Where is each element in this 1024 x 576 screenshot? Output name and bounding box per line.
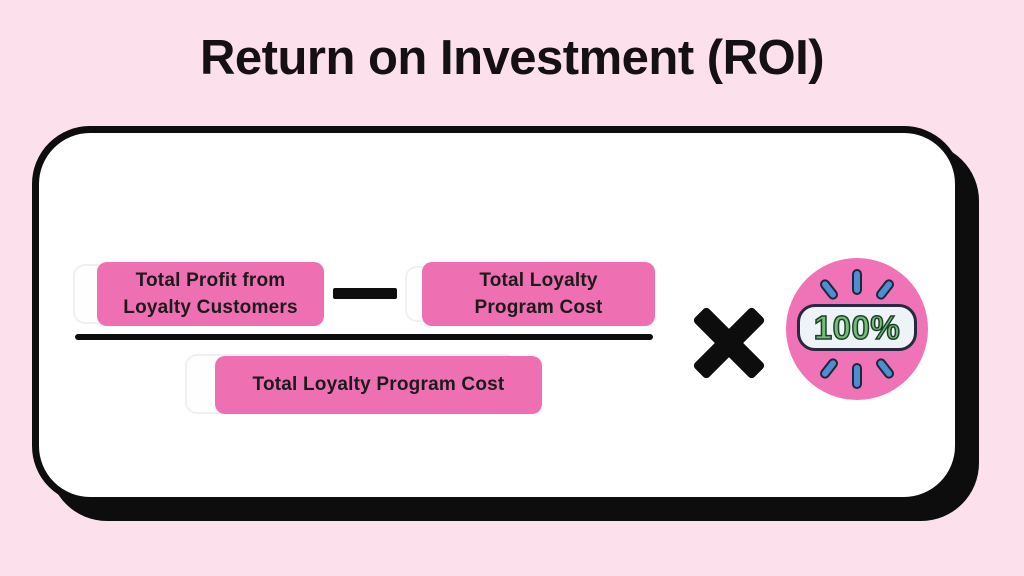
sunburst-ray-icon [852, 269, 862, 295]
subtrahend-line2: Program Cost [474, 297, 603, 318]
subtrahend-line1: Total Loyalty [479, 270, 598, 291]
minuend-label-box: Total Profit from Loyalty Customers [97, 262, 324, 326]
denominator-text: Total Loyalty Program Cost [252, 374, 505, 395]
fraction-bar [75, 334, 653, 340]
subtrahend-label-box: Total Loyalty Program Cost [422, 262, 655, 326]
minus-operator-icon [333, 288, 397, 299]
minuend-line2: Loyalty Customers [123, 297, 298, 318]
hundred-percent-badge: 100% [786, 258, 928, 400]
denominator-label-box: Total Loyalty Program Cost [215, 356, 542, 414]
formula-card: Total Profit from Loyalty Customers Tota… [32, 126, 962, 504]
sunburst-ray-icon [873, 277, 897, 302]
percent-panel: 100% [797, 304, 917, 351]
multiply-operator-icon [687, 301, 771, 385]
page-title: Return on Investment (ROI) [199, 31, 825, 85]
minuend-line1: Total Profit from [135, 270, 286, 291]
percent-value: 100% [813, 308, 901, 347]
sunburst-ray-icon [817, 277, 841, 302]
sunburst-ray-icon [873, 356, 897, 381]
sunburst-ray-icon [817, 356, 841, 381]
sunburst-ray-icon [852, 363, 862, 389]
